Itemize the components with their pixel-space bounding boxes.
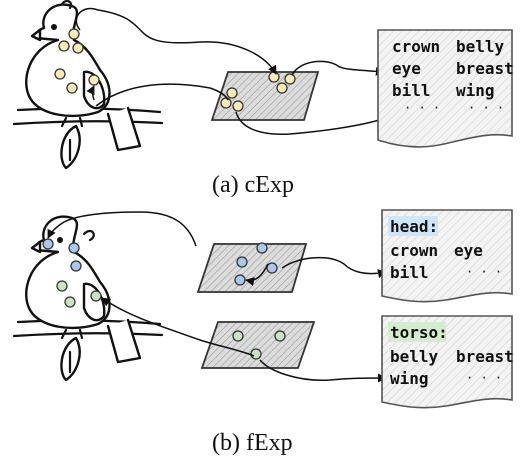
cexp-concept-breast: breast — [456, 59, 514, 78]
fexp-head-label: head: — [390, 217, 438, 236]
fexp-bird-torso-dots — [56, 280, 102, 308]
fexp-torso-concept-wing: wing — [390, 369, 429, 388]
fexp-bird — [12, 215, 164, 382]
fexp-head-document: head: crown eye bill · · · — [381, 209, 513, 303]
fexp-arrows — [47, 211, 387, 383]
fexp-head-concept-bill: bill — [390, 263, 429, 282]
fexp-bird-head-dots — [42, 238, 82, 272]
fexp-torso-concept-belly: belly — [390, 347, 439, 366]
fexp-torso-concept-breast: breast — [456, 347, 514, 366]
caption-b: (b) fExp — [212, 430, 293, 456]
fexp-head-concept-eye: eye — [454, 241, 483, 260]
fexp-head-concept-crown: crown — [390, 241, 438, 260]
cexp-ellipsis-left: · · · — [404, 101, 440, 115]
cexp-concept-document: crown belly eye breast bill wing · · · ·… — [377, 29, 514, 148]
cexp-embedding-space — [210, 71, 320, 121]
fexp-torso-label: torso: — [390, 323, 448, 342]
fexp-head-ellipsis: · · · — [466, 265, 502, 279]
head-label-highlight — [388, 216, 438, 236]
cexp-concept-bill: bill — [392, 81, 431, 100]
cexp-concept-eye: eye — [392, 59, 421, 78]
cexp-concept-crown: crown — [392, 37, 440, 56]
fexp-head-embedding-space — [196, 242, 308, 293]
torso-label-highlight — [388, 322, 446, 342]
fexp-torso-ellipsis: · · · — [466, 371, 502, 385]
fexp-torso-embedding-space — [200, 321, 316, 369]
cexp-concept-belly: belly — [456, 37, 505, 56]
cexp-bird — [12, 0, 164, 170]
caption-a: (a) cExp — [212, 172, 294, 198]
cexp-bird-concept-dots — [54, 28, 100, 94]
cexp-concept-wing: wing — [456, 81, 495, 100]
fexp-torso-document: torso: belly breast wing · · · — [381, 315, 514, 409]
cexp-ellipsis-right: · · · — [468, 101, 504, 115]
